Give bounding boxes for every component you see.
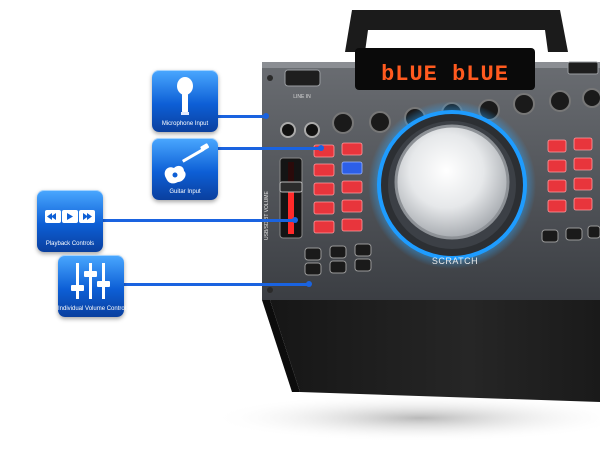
pad-button[interactable]	[573, 157, 593, 171]
volume-button[interactable]	[304, 262, 322, 276]
connector-line-guitar	[218, 147, 320, 150]
pad-button[interactable]	[341, 142, 363, 156]
led-display-bezel	[355, 48, 535, 90]
carry-handle	[345, 10, 568, 52]
pad-button[interactable]	[573, 177, 593, 191]
knob[interactable]	[582, 88, 600, 108]
line-in-jack[interactable]	[284, 69, 321, 87]
line-in-label: LINE IN	[293, 94, 311, 100]
callout-playback-controls: Playback Controls	[37, 190, 103, 252]
mode-button[interactable]	[587, 225, 600, 239]
knob[interactable]	[513, 93, 535, 115]
callout-guitar-input: Guitar Input	[152, 138, 218, 200]
scratch-wheel[interactable]	[394, 124, 510, 240]
scratch-wheel-label: SCRATCH	[432, 256, 478, 266]
connector-dot-guitar	[318, 145, 324, 151]
guitar-jack[interactable]	[304, 122, 320, 138]
connector-dot-microphone	[263, 113, 269, 119]
pad-button[interactable]	[341, 218, 363, 232]
connector-line-microphone	[218, 115, 266, 118]
individual-volume-buttons	[304, 243, 372, 276]
connector-line-playback	[103, 219, 295, 222]
volume-button[interactable]	[329, 245, 347, 259]
callout-microphone-input: Microphone Input	[152, 70, 218, 132]
callout-individual-volume-control: Individual Volume Control	[58, 255, 127, 317]
pad-button[interactable]	[573, 137, 593, 151]
guitar-icon	[164, 143, 210, 184]
microphone-jack[interactable]	[280, 122, 296, 138]
left-pad-grid	[313, 142, 363, 234]
pad-button[interactable]	[547, 179, 567, 193]
pad-button[interactable]	[313, 182, 335, 196]
volume-button[interactable]	[354, 243, 372, 257]
pad-button[interactable]	[313, 201, 335, 215]
volume-button[interactable]	[304, 247, 322, 261]
knob[interactable]	[369, 111, 391, 133]
playback-controls-icon	[45, 210, 95, 223]
connector-dot-playback	[292, 217, 298, 223]
callout-label: Microphone Input	[161, 121, 209, 127]
usb-port[interactable]	[567, 61, 599, 75]
volume-slider-label: USB/SD/BT VOLUME	[264, 191, 270, 240]
connector-line-volume	[124, 283, 309, 286]
microphone-icon	[177, 77, 193, 115]
pad-button[interactable]	[341, 180, 363, 194]
speaker-body	[270, 300, 600, 402]
sliders-icon	[71, 263, 110, 299]
pad-button[interactable]	[313, 163, 335, 177]
led-display-text: bLUE bLUE	[381, 62, 509, 87]
volume-button[interactable]	[329, 260, 347, 274]
mode-button[interactable]	[541, 229, 559, 243]
knob[interactable]	[549, 90, 571, 112]
repeat-button[interactable]	[565, 227, 583, 241]
callout-label: Individual Volume Control	[58, 306, 127, 312]
knob[interactable]	[332, 112, 354, 134]
pad-button[interactable]	[341, 161, 363, 175]
volume-button[interactable]	[354, 258, 372, 272]
callout-label: Guitar Input	[169, 189, 201, 195]
screw	[267, 287, 273, 293]
connector-dot-volume	[306, 281, 312, 287]
pad-button[interactable]	[547, 199, 567, 213]
pad-button[interactable]	[573, 197, 593, 211]
volume-slider-knob[interactable]	[279, 181, 303, 193]
floor-shadow	[210, 394, 600, 442]
pad-button[interactable]	[547, 139, 567, 153]
screw	[267, 75, 273, 81]
pad-button[interactable]	[341, 199, 363, 213]
pad-button[interactable]	[313, 220, 335, 234]
pad-button[interactable]	[547, 159, 567, 173]
callout-label: Playback Controls	[45, 241, 95, 247]
right-pad-grid	[547, 137, 593, 213]
